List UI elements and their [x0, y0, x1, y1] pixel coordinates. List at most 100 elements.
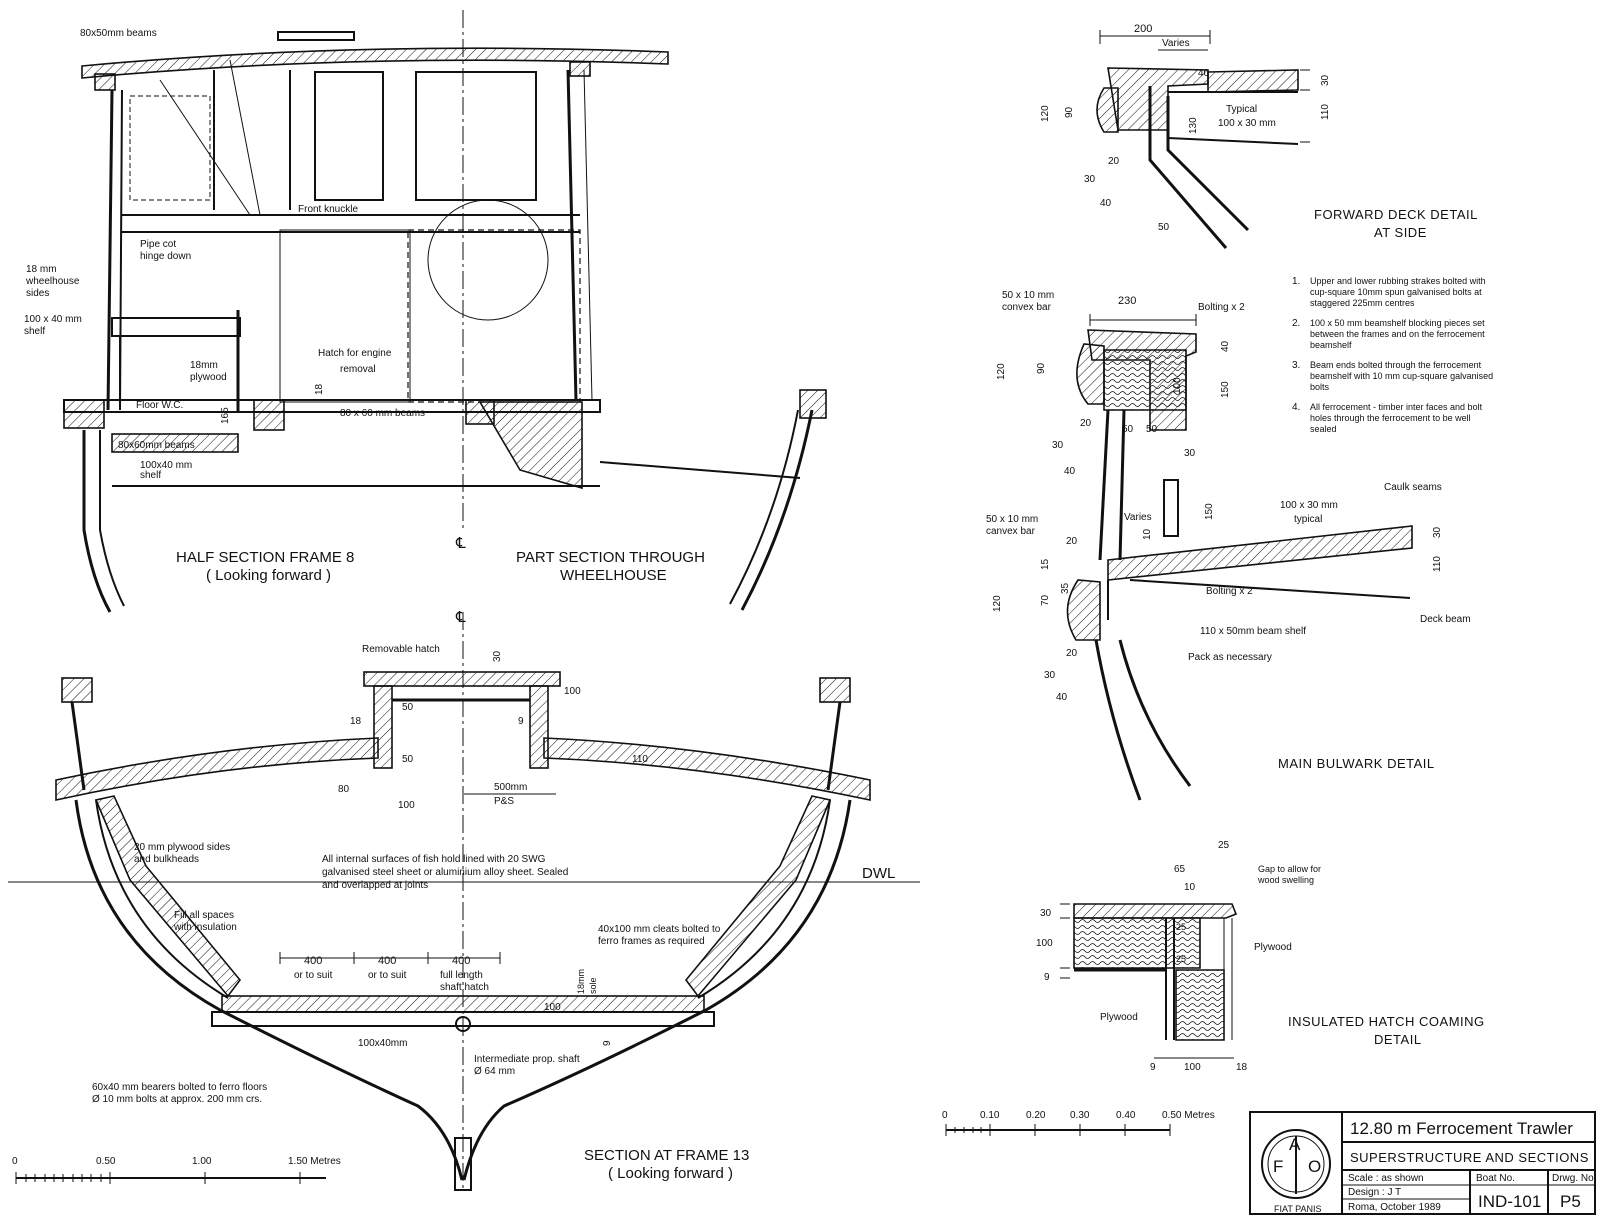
- note-1-line-1: Upper and lower rubbing strakes bolted w…: [1310, 276, 1486, 286]
- scale-left-2: 1.00: [192, 1156, 212, 1167]
- project-title: 12.80 m Ferrocement Trawler: [1350, 1119, 1573, 1138]
- note-3-number: 3.: [1292, 360, 1300, 371]
- hc-d65: 65: [1174, 864, 1186, 875]
- scale-left-3: 1.50 Metres: [288, 1156, 341, 1167]
- label-prop-1: Intermediate prop. shaft: [474, 1054, 580, 1065]
- label-bearers-2: Ø 10 mm bolts at approx. 200 mm crs.: [92, 1094, 262, 1105]
- bw-d40b: 40: [1064, 466, 1076, 477]
- label-sole-2: sole: [588, 977, 598, 994]
- hc-d25: 25: [1218, 840, 1230, 851]
- note-4-line-1: All ferrocement - timber inter faces and…: [1310, 402, 1483, 412]
- label-internal-1: All internal surfaces of fish hold lined…: [322, 854, 546, 865]
- frame13-title: SECTION AT FRAME 13: [584, 1147, 749, 1164]
- label-plywood-sides-1: 20 mm plywood sides: [134, 842, 230, 853]
- label-f13-100c: 100: [544, 1002, 561, 1013]
- fd-beam: 100 x 30 mm: [1218, 118, 1276, 129]
- boat-no-label: Boat No.: [1476, 1173, 1515, 1184]
- bw-d15: 15: [1040, 558, 1051, 570]
- bw-varies: Varies: [1124, 512, 1152, 523]
- label-front-knuckle: Front knuckle: [298, 204, 358, 215]
- hc-d10: 10: [1184, 882, 1196, 893]
- note-4-line-2: holes through the ferrocement to be well: [1310, 413, 1471, 423]
- hc-d9: 9: [1044, 972, 1050, 983]
- bw-d20: 20: [1080, 418, 1092, 429]
- fd-d120: 120: [1040, 105, 1051, 122]
- bw-d150: 150: [1220, 381, 1231, 398]
- label-dim-165: 165: [220, 407, 231, 424]
- label-dwl: DWL: [862, 865, 895, 882]
- label-hatch-1: Hatch for engine: [318, 348, 392, 359]
- note-4-number: 4.: [1292, 402, 1300, 413]
- label-f13-100b: 100: [398, 800, 415, 811]
- bw-d70: 70: [1040, 594, 1051, 606]
- bw-beam-2: typical: [1294, 514, 1322, 525]
- bw-beam-1: 100 x 30 mm: [1280, 500, 1338, 511]
- forward-deck-detail-drawing: [1096, 30, 1310, 249]
- label-plywood-2: plywood: [190, 372, 227, 383]
- bw-d90: 90: [1036, 362, 1047, 374]
- fd-d110: 110: [1320, 104, 1331, 120]
- label-beams-80x60-b: 80 x 60 mm beams: [340, 408, 425, 419]
- label-sides-2: wheelhouse: [25, 276, 80, 287]
- hc-d18: 18: [1236, 1062, 1248, 1073]
- label-pipe-cot-1: Pipe cot: [140, 239, 176, 250]
- scale-note: Scale : as shown: [1348, 1173, 1424, 1184]
- label-hatch-note-1: or to suit: [294, 970, 333, 981]
- notes-block: 1. Upper and lower rubbing strakes bolte…: [1292, 276, 1493, 434]
- scale-right-0: 0: [942, 1110, 948, 1121]
- label-internal-2: galvanised steel sheet or aluminium allo…: [322, 867, 568, 878]
- fd-varies: Varies: [1162, 38, 1190, 49]
- hc-gap-1: Gap to allow for: [1258, 864, 1321, 874]
- scale-right-5: 0.50 Metres: [1162, 1110, 1215, 1121]
- label-hatch-dim-1: 400: [304, 955, 322, 967]
- drwg-no-label: Drwg. No.: [1552, 1173, 1596, 1184]
- label-bearers-1: 60x40 mm bearers bolted to ferro floors: [92, 1082, 267, 1093]
- bw-d100: 100: [1172, 377, 1183, 394]
- label-f13-100: 100: [564, 686, 581, 697]
- fd-d40: 40: [1198, 68, 1210, 79]
- bw-d35: 35: [1060, 582, 1071, 594]
- frame13-subtitle: ( Looking forward ): [608, 1165, 733, 1182]
- label-hatch-dim-3: 400: [452, 955, 470, 967]
- scale-left-1: 0.50: [96, 1156, 116, 1167]
- bw-caulk: Caulk seams: [1384, 482, 1442, 493]
- bw-d20c: 20: [1066, 648, 1078, 659]
- label-shelf-1: 100 x 40 mm: [24, 314, 82, 325]
- hc-plywood-l: Plywood: [1100, 1012, 1138, 1023]
- label-f13-ps-1: 500mm: [494, 782, 527, 793]
- fao-letter-a: A: [1289, 1135, 1301, 1154]
- bw-bar-2: convex bar: [1002, 302, 1052, 313]
- label-cleats-2: ferro frames as required: [598, 936, 705, 947]
- label-plywood-sides-2: and bulkheads: [134, 854, 199, 865]
- note-3-line-2: beamshelf with 10 mm cup-square galvanis…: [1310, 371, 1493, 381]
- scale-left-0: 0: [12, 1156, 18, 1167]
- label-f13-50b: 50: [402, 754, 414, 765]
- label-plywood-1: 18mm: [190, 360, 218, 371]
- note-2-line-2: between the frames and on the ferrocemen…: [1310, 329, 1485, 339]
- fd-d200: 200: [1134, 23, 1152, 35]
- bw-bolting: Bolting x 2: [1198, 302, 1245, 313]
- note-4-line-3: sealed: [1310, 424, 1337, 434]
- label-cleats-1: 40x100 mm cleats bolted to: [598, 924, 721, 935]
- label-pipe-cot-2: hinge down: [140, 251, 191, 262]
- scale-right-4: 0.40: [1116, 1110, 1136, 1121]
- bw-d30b: 30: [1184, 448, 1196, 459]
- drwg-no: P5: [1560, 1192, 1581, 1211]
- fao-motto: FIAT PANIS: [1274, 1204, 1322, 1214]
- note-1-line-3: staggered 225mm centres: [1310, 298, 1415, 308]
- label-f13-9b: 9: [602, 1040, 613, 1046]
- forward-deck-title-2: AT SIDE: [1374, 225, 1427, 240]
- hc-d25a: 25: [1176, 922, 1186, 932]
- label-f13-18: 18: [350, 716, 362, 727]
- label-hatch-note-2: or to suit: [368, 970, 407, 981]
- bw-bolting2: Bolting x 2: [1206, 586, 1253, 597]
- bw-d10: 10: [1142, 528, 1153, 540]
- fd-d30: 30: [1320, 74, 1331, 86]
- label-shaft-hatch: shaft hatch: [440, 982, 489, 993]
- bw-d120: 120: [996, 363, 1007, 380]
- wheelhouse-roof: [81, 47, 669, 79]
- bw-d150b: 150: [1204, 503, 1215, 520]
- hatch-coaming-title-1: INSULATED HATCH COAMING: [1288, 1014, 1485, 1029]
- bw-d40c: 40: [1056, 692, 1068, 703]
